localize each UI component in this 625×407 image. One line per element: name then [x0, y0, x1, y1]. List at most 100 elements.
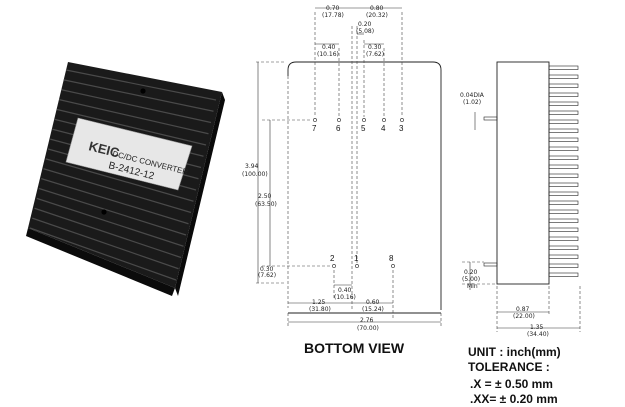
- dim-0.87: 0.87: [516, 306, 530, 313]
- side-fin: [548, 65, 579, 70]
- heatsink-fin: [41, 178, 189, 225]
- pin-label: 8: [389, 254, 394, 263]
- side-fin: [548, 74, 579, 79]
- side-fin: [548, 236, 579, 241]
- pin-row-top: 7 6 5 4 3: [312, 118, 404, 133]
- dim-2.50-mm: (63.50): [255, 201, 277, 208]
- dim-1.25-mm: (31.80): [309, 306, 331, 313]
- heatsink-fin: [43, 168, 192, 214]
- side-fin: [548, 110, 579, 115]
- side-fin: [548, 191, 579, 196]
- pin-label: 4: [381, 124, 386, 133]
- side-fin: [548, 92, 579, 97]
- pin-label: 6: [336, 124, 341, 133]
- heatsink-fin: [65, 69, 217, 101]
- dim-0.30-low: 0.30: [260, 266, 274, 273]
- heatsink-fin: [36, 197, 184, 247]
- dim-0.80: 0.80: [370, 5, 384, 12]
- bottom-view-drawing: 7 6 5 4 3 2 1 8 0.70 (17.7: [242, 5, 442, 356]
- dim-0.80-mm: (20.32): [366, 12, 388, 19]
- dim-0.60-mm: (15.24): [362, 306, 384, 313]
- dim-min-note: Min: [467, 283, 478, 290]
- heatsink-fin: [32, 217, 179, 270]
- pin-label: 1: [354, 254, 359, 263]
- pin-row-bottom: 2 1 8: [330, 254, 395, 268]
- pin-3: [400, 118, 404, 122]
- bottom-view-title: BOTTOM VIEW: [304, 340, 405, 356]
- heatsink-fin: [34, 207, 182, 259]
- pin-label: 3: [399, 124, 404, 133]
- pin-8: [391, 264, 395, 268]
- side-fin: [548, 101, 579, 106]
- dim-2.76: 2.76: [360, 317, 374, 324]
- side-fins: [548, 65, 579, 277]
- heatsink-fin: [63, 79, 214, 112]
- product-photo: KEIC DC/DC CONVERTER B-2412-12: [26, 62, 225, 296]
- dim-0.20: 0.20: [358, 21, 372, 28]
- side-fin: [548, 146, 579, 151]
- dim-0.30-mm: (7.62): [366, 51, 384, 58]
- side-pin: [483, 262, 498, 267]
- tolerance-x: .X = ± 0.50 mm: [470, 377, 553, 391]
- dim-1.25: 1.25: [312, 299, 326, 306]
- pin-4: [382, 118, 386, 122]
- pin-label: 2: [330, 254, 335, 263]
- pin-1: [355, 264, 359, 268]
- side-fin: [548, 164, 579, 169]
- tolerance-xx: .XX= ± 0.20 mm: [470, 392, 558, 406]
- dim-0.40: 0.40: [322, 44, 336, 51]
- dim-0.40-low: 0.40: [338, 287, 352, 294]
- dim-3.94: 3.94: [245, 163, 259, 170]
- mount-hole: [140, 88, 146, 94]
- dim-0.04dia-mm: (1.02): [463, 99, 481, 106]
- heatsink-fin: [56, 108, 207, 146]
- dim-0.70-mm: (17.78): [322, 12, 344, 19]
- side-fin: [548, 173, 579, 178]
- pin-7: [313, 118, 317, 122]
- label-plate: [65, 117, 193, 191]
- body-corner: [287, 61, 297, 76]
- side-fin: [548, 200, 579, 205]
- dim-0.60: 0.60: [366, 299, 380, 306]
- tolerance-block: UNIT : inch(mm) TOLERANCE : .X = ± 0.50 …: [468, 345, 561, 406]
- dim-0.87-mm: (22.00): [513, 313, 535, 320]
- pin-label: 5: [361, 124, 366, 133]
- dim-2.50: 2.50: [258, 193, 272, 200]
- dim-0.20-min: 0.20: [464, 269, 478, 276]
- dim-0.40-low-mm: (10.16): [334, 294, 356, 301]
- heatsink-fin: [59, 99, 209, 135]
- side-fin: [548, 245, 579, 250]
- side-fin: [548, 218, 579, 223]
- brand-logo: KEIC: [87, 138, 121, 160]
- heatsink-fin: [45, 158, 194, 202]
- dim-0.20-min-mm: (5.00): [462, 276, 480, 283]
- dim-2.76-mm: (70.00): [357, 325, 379, 332]
- side-fin: [548, 263, 579, 268]
- dim-3.94-mm: (100.00): [242, 171, 268, 178]
- side-fin: [548, 155, 579, 160]
- dim-0.30: 0.30: [368, 44, 382, 51]
- side-fin: [548, 137, 579, 142]
- heatsink-fin: [38, 187, 187, 236]
- mount-hole: [101, 209, 107, 215]
- dim-1.35: 1.35: [530, 324, 544, 331]
- side-view-drawing: 0.04DIA (1.02) 0.20 (5.00) Min 0.87 (22.…: [460, 61, 581, 338]
- unit-text: UNIT : inch(mm): [468, 345, 561, 359]
- side-body: [496, 61, 550, 285]
- pin-5: [362, 118, 366, 122]
- side-fin: [548, 128, 579, 133]
- side-fin: [548, 209, 579, 214]
- tolerance-title: TOLERANCE :: [468, 360, 550, 374]
- heatsink-fin: [29, 227, 177, 281]
- side-fin: [548, 119, 579, 124]
- pin-2: [332, 264, 336, 268]
- side-fin: [548, 83, 579, 88]
- dim-0.04dia: 0.04DIA: [460, 92, 485, 99]
- side-fin: [548, 254, 579, 259]
- heatsink-fin: [61, 89, 212, 124]
- dim-0.40-mm: (10.16): [317, 51, 339, 58]
- pin-label: 7: [312, 124, 317, 133]
- pin-6: [337, 118, 341, 122]
- side-fin: [548, 227, 579, 232]
